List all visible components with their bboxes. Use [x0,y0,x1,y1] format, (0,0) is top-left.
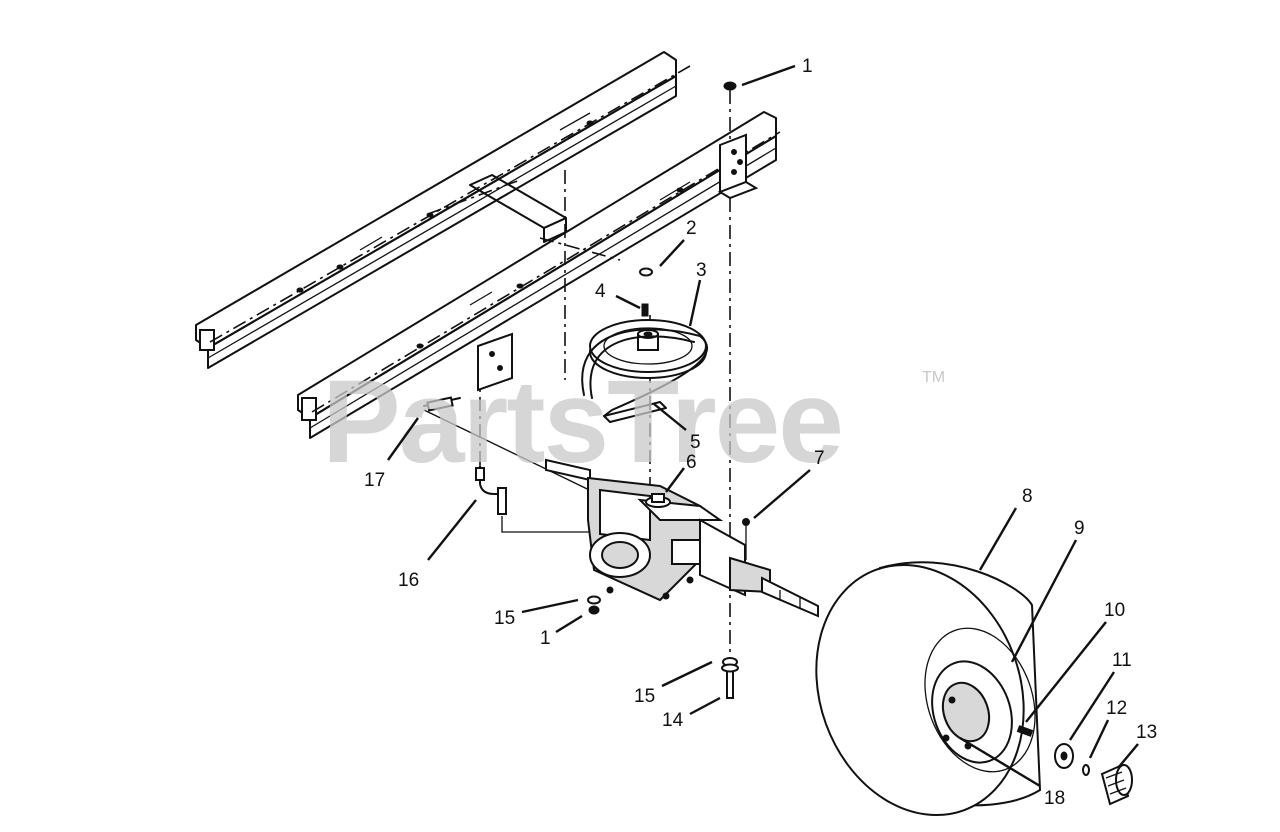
bolt-bottom [721,657,739,699]
callout-1-lower: 1 [540,628,551,649]
drive-belt [581,328,709,423]
callout-10: 10 [1104,600,1125,621]
watermark-trademark: TM [922,369,945,386]
callout-13: 13 [1136,722,1157,743]
rear-tire [815,561,1042,817]
callout-4: 4 [595,281,606,302]
frame-rail-right [297,111,777,439]
callout-18: 18 [1044,788,1065,809]
locknut-top [723,81,737,91]
callout-17: 17 [364,470,385,491]
transaxle-washer-nut [587,595,601,615]
callouts: 1 2 3 4 5 6 7 8 9 10 11 12 13 14 15 16 1… [364,56,1157,809]
callout-8: 8 [1022,486,1033,507]
callout-5: 5 [690,432,701,453]
wheel-rim [931,660,1013,764]
leader-lines [387,64,1139,788]
retainer-ring [639,267,653,277]
wheel-key [1016,725,1034,737]
callout-2: 2 [686,218,697,239]
callout-16: 16 [398,570,419,591]
mounting-bracket [477,332,513,392]
callout-6: 6 [686,452,697,473]
callout-14: 14 [662,710,684,731]
callout-11: 11 [1112,650,1132,671]
callout-15-lower: 15 [634,686,655,707]
frame-cross-member [427,174,621,261]
transaxle [545,458,819,618]
flat-washer [1054,743,1074,769]
retaining-ring [1082,764,1090,776]
callout-7: 7 [814,448,825,469]
callout-15-upper: 15 [494,608,515,629]
callout-1-top: 1 [802,56,813,77]
watermark-text: PartsTree [322,356,842,488]
hub-cap [1100,764,1133,806]
rear-bracket [717,133,759,200]
set-screw [641,303,649,317]
callout-12: 12 [1106,698,1127,719]
callout-3: 3 [696,260,707,281]
shift-rod [423,396,611,533]
callout-9: 9 [1074,518,1085,539]
